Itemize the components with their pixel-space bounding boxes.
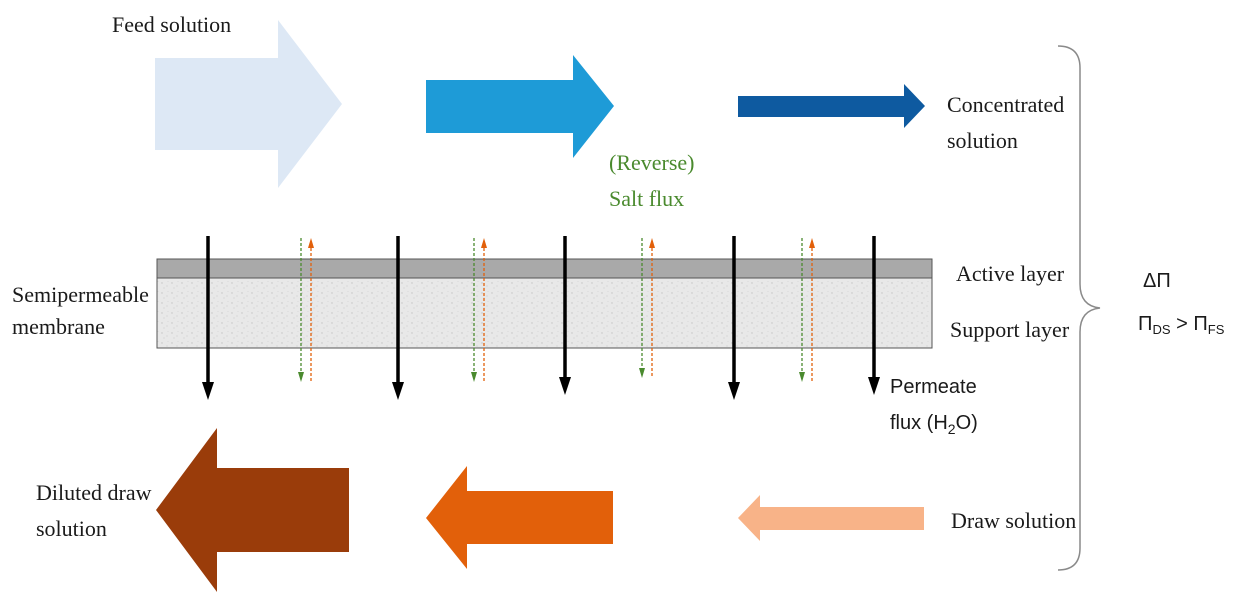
delta-pi-label: ΔΠ bbox=[1143, 270, 1171, 292]
down-arrow-icon bbox=[392, 236, 404, 400]
semipermeable-membrane-label-line2: membrane bbox=[12, 314, 105, 339]
active-layer-label: Active layer bbox=[956, 261, 1065, 286]
dashed-up-down-arrow-icon bbox=[298, 238, 314, 382]
diluted-draw-arrow-large bbox=[156, 428, 349, 592]
dashed-up-down-arrow-icon bbox=[639, 238, 655, 378]
salt-flux-arrows bbox=[298, 238, 815, 382]
support-layer-label: Support layer bbox=[950, 317, 1070, 342]
concentrated-solution-label-line1: Concentrated bbox=[947, 92, 1064, 117]
draw-arrow-medium bbox=[426, 466, 613, 569]
feed-arrow-small bbox=[738, 84, 925, 128]
down-arrow-icon bbox=[868, 236, 880, 395]
water-flux-arrows bbox=[202, 236, 880, 400]
diluted-draw-solution-label-line1: Diluted draw bbox=[36, 480, 152, 505]
dashed-up-down-arrow-icon bbox=[799, 238, 815, 382]
reverse-salt-flux-label-line2: Salt flux bbox=[609, 186, 684, 211]
active-layer bbox=[156, 258, 933, 279]
permeate-flux-label-line1: Permeate bbox=[890, 376, 977, 398]
permeate-flux-label-line2: flux (H2O) bbox=[890, 412, 978, 437]
concentrated-solution-label-line2: solution bbox=[947, 128, 1018, 153]
feed-arrow-large bbox=[155, 20, 342, 188]
feed-solution-label: Feed solution bbox=[112, 12, 231, 37]
diluted-draw-solution-label-line2: solution bbox=[36, 516, 107, 541]
down-arrow-icon bbox=[202, 236, 214, 400]
reverse-salt-flux-label-line1: (Reverse) bbox=[609, 150, 695, 175]
semipermeable-membrane-label-line1: Semipermeable bbox=[12, 282, 149, 307]
down-arrow-icon bbox=[728, 236, 740, 400]
right-curly-brace-icon bbox=[1057, 45, 1101, 571]
down-arrow-icon bbox=[559, 236, 571, 395]
osmotic-pressure-condition: ΠDS > ΠFS bbox=[1138, 313, 1225, 337]
draw-solution-label: Draw solution bbox=[951, 508, 1076, 533]
feed-arrow-medium bbox=[426, 55, 614, 158]
dashed-up-down-arrow-icon bbox=[471, 238, 487, 382]
draw-arrow-small bbox=[738, 495, 924, 541]
